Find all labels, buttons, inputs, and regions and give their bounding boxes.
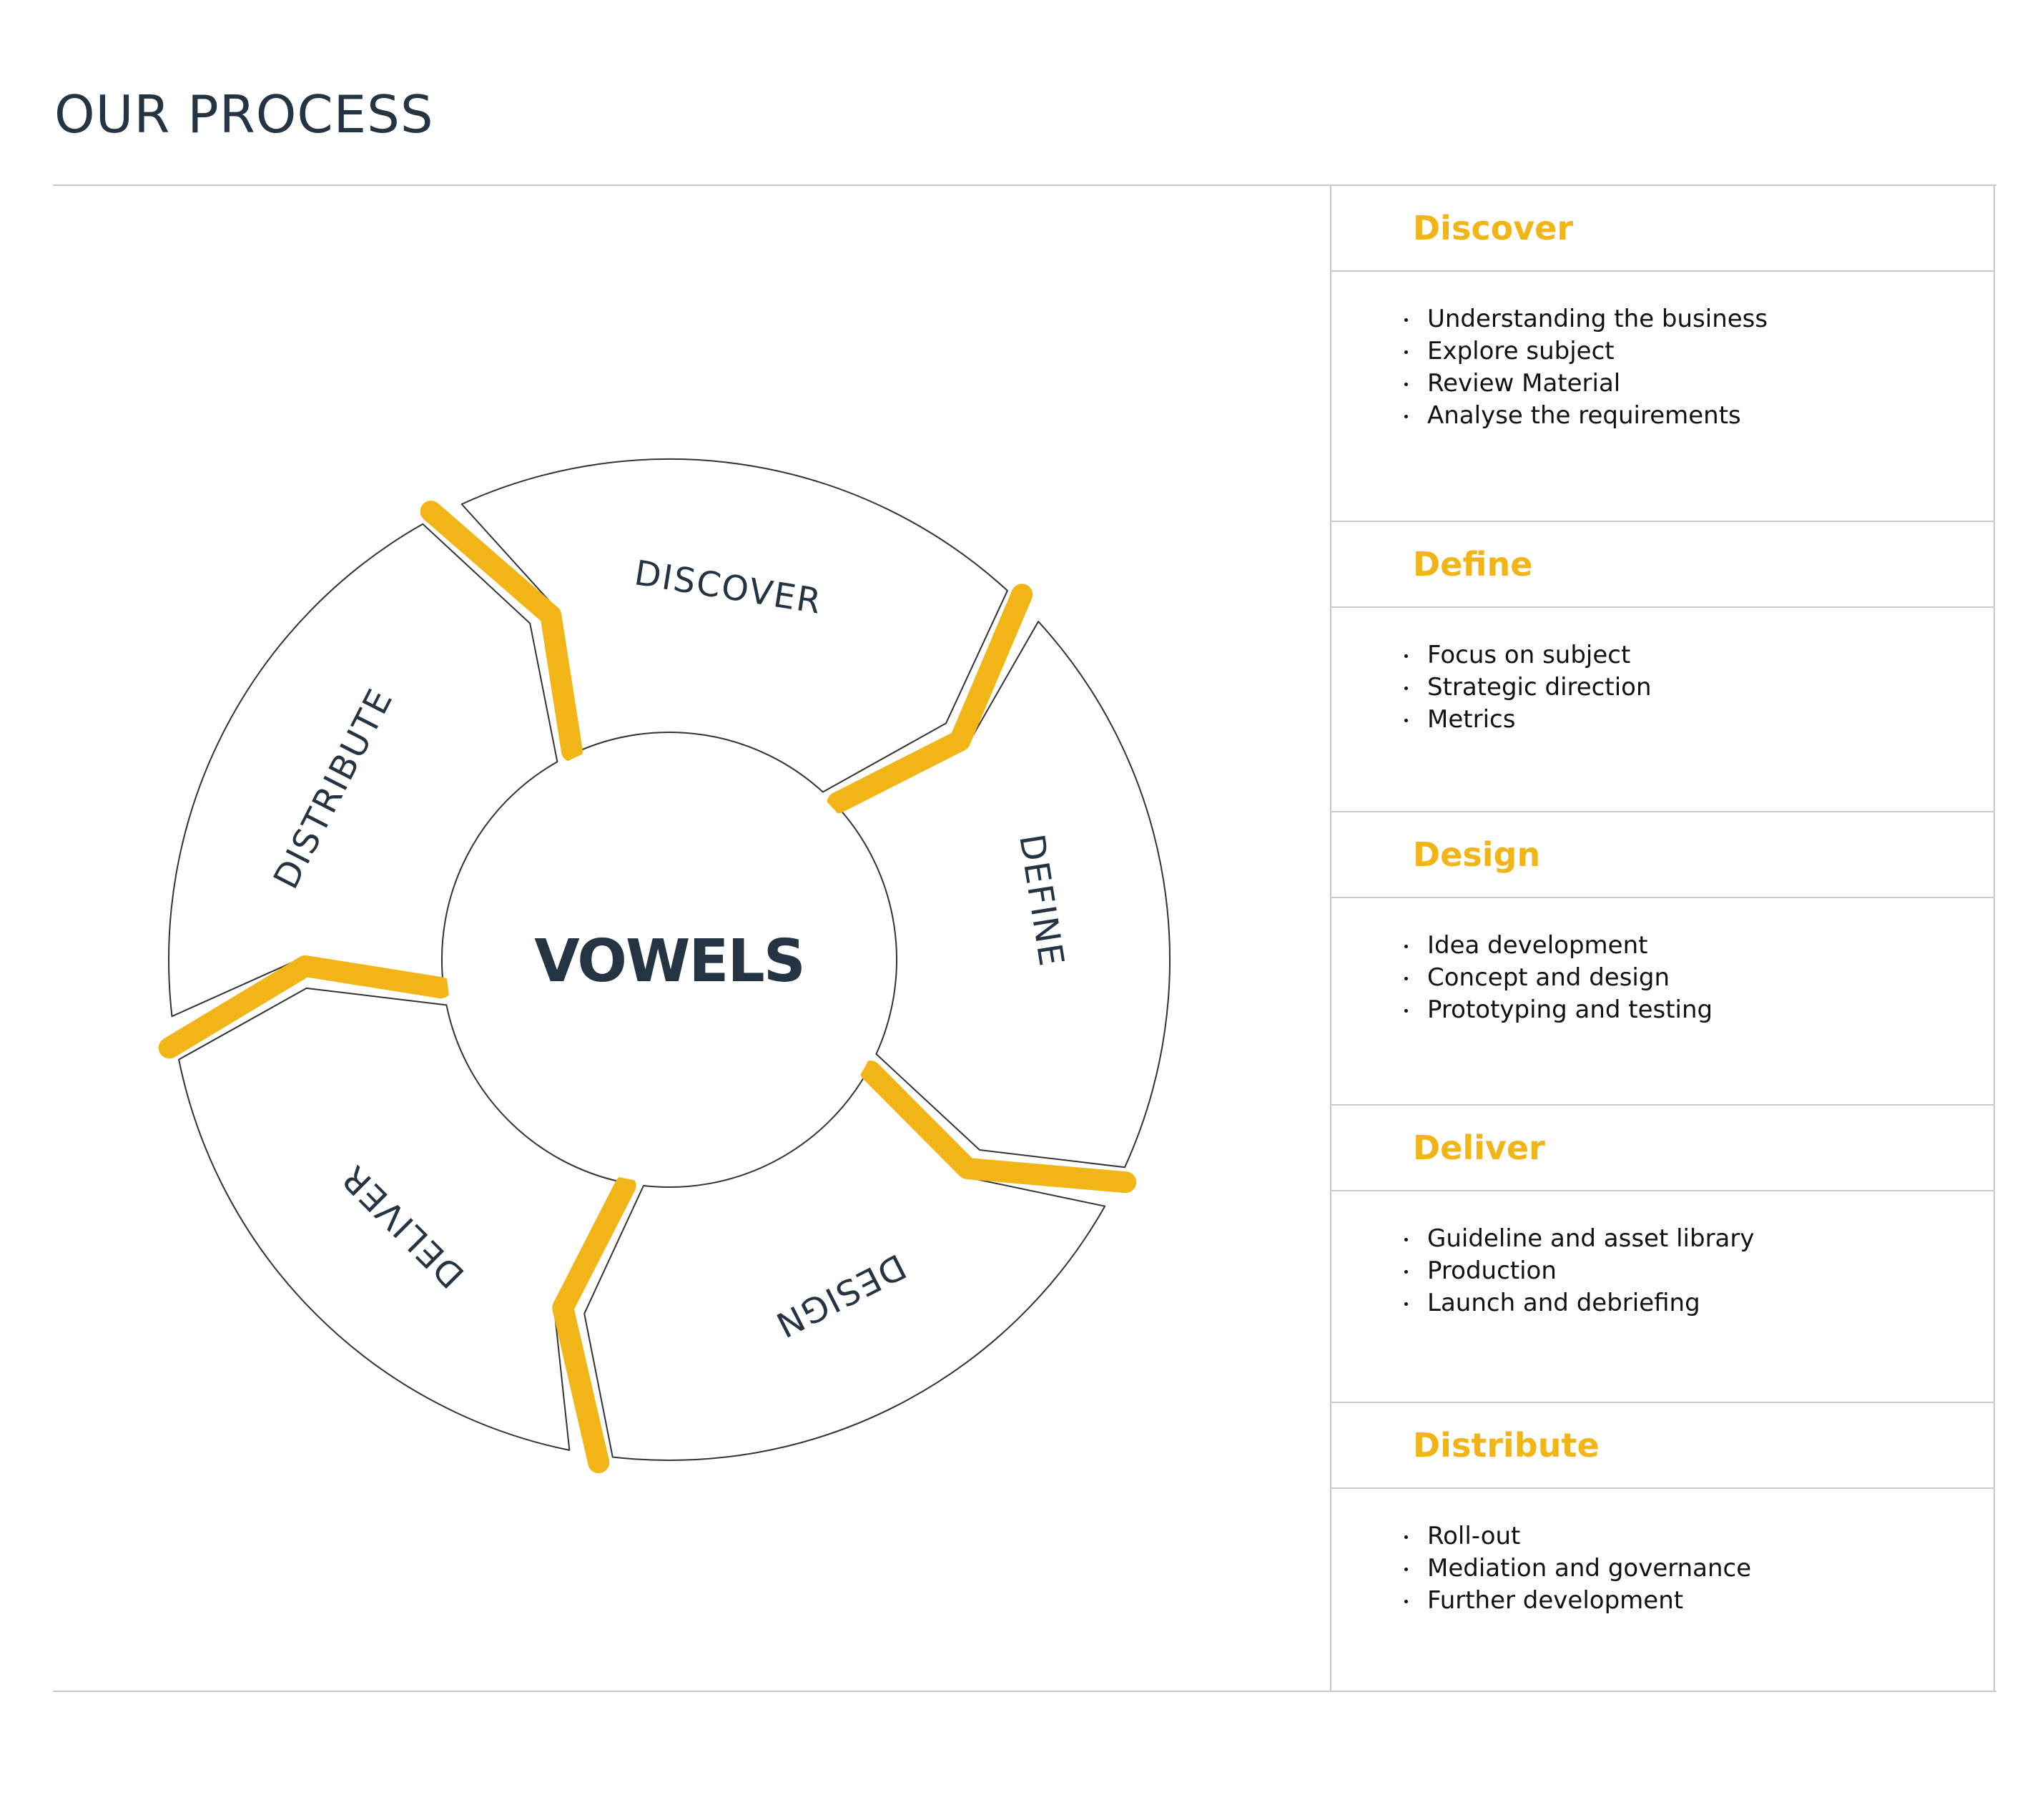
- step-item: Idea development: [1401, 930, 1994, 962]
- step-item: Roll-out: [1401, 1520, 1994, 1553]
- cycle-accent-chevron: [552, 1175, 636, 1474]
- step-title: Define: [1413, 545, 1533, 584]
- step-item: Production: [1401, 1255, 1994, 1287]
- cycle-segment-design: [583, 1071, 1106, 1461]
- cycle-segment-discover: [460, 458, 1008, 793]
- step-item: Analyse the requirements: [1401, 400, 1994, 432]
- step-item: Prototyping and testing: [1401, 994, 1994, 1026]
- step-item: Focus on subject: [1401, 639, 1994, 672]
- cycle-segment-distribute: [168, 523, 558, 1018]
- brand-logo-text: VOWELS: [534, 928, 804, 995]
- cycle-accent-chevron: [859, 1061, 1137, 1194]
- step-item: Metrics: [1401, 704, 1994, 736]
- step-title: Deliver: [1413, 1128, 1545, 1167]
- step-header: Design: [1331, 812, 1994, 898]
- cycle-accent-chevron: [158, 955, 452, 1059]
- step-header: Define: [1331, 522, 1994, 608]
- step-header: Discover: [1331, 186, 1994, 272]
- cycle-segment-deliver: [178, 987, 625, 1451]
- step-item: Mediation and governance: [1401, 1553, 1994, 1585]
- step-header: Distribute: [1331, 1403, 1994, 1489]
- page-title: OUR PROCESS: [54, 84, 434, 144]
- step-item: Further development: [1401, 1585, 1994, 1617]
- cycle-segment-define: [836, 621, 1171, 1169]
- step-item: Review Material: [1401, 368, 1994, 400]
- cycle-accent-chevron: [827, 584, 1033, 814]
- cycle-accent-chevron: [420, 501, 583, 762]
- step-item: Concept and design: [1401, 962, 1994, 994]
- step-title: Discover: [1413, 209, 1574, 247]
- step-title: Distribute: [1413, 1426, 1600, 1465]
- step-item: Understanding the business: [1401, 303, 1994, 335]
- step-item: Launch and debriefing: [1401, 1287, 1994, 1319]
- step-header: Deliver: [1331, 1106, 1994, 1191]
- step-item: Explore subject: [1401, 335, 1994, 368]
- center-hub-circle: [446, 737, 892, 1183]
- step-title: Design: [1413, 835, 1541, 874]
- step-item: Strategic direction: [1401, 672, 1994, 704]
- step-item: Guideline and asset library: [1401, 1223, 1994, 1255]
